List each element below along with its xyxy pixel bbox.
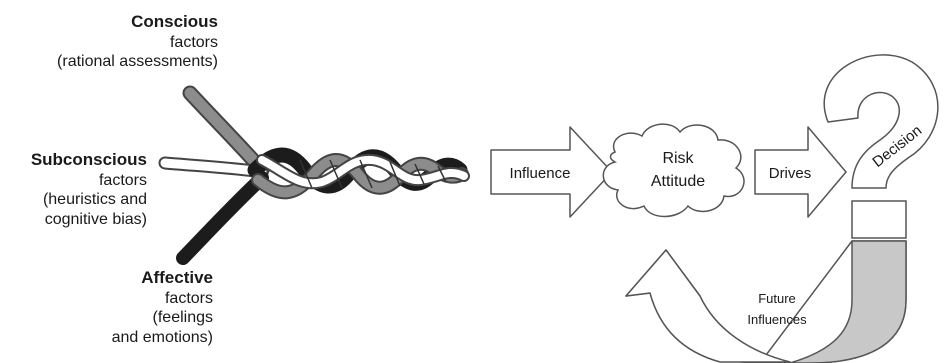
future-influences-arrow: Future Influences [625, 240, 907, 363]
risk-attitude-cloud: Risk Attitude [602, 123, 745, 218]
influence-arrow: Influence [490, 126, 613, 218]
conscious-title: Conscious [131, 12, 218, 31]
subconscious-line-3: cognitive bias) [44, 210, 147, 228]
subconscious-factors-label: Subconscious factors (heuristics and cog… [31, 150, 147, 229]
subconscious-line-1: factors [98, 171, 147, 189]
risk-label: Risk [662, 150, 694, 167]
rope-braid [158, 85, 470, 265]
affective-line-3: and emotions) [111, 328, 213, 346]
conscious-factors-label: Conscious factors (rational assessments) [57, 12, 218, 72]
conscious-line-1: factors [169, 33, 218, 51]
affective-strand [176, 171, 269, 265]
affective-factors-label: Affective factors (feelings and emotions… [112, 268, 213, 347]
affective-title: Affective [141, 268, 213, 287]
question-mark-dot [851, 200, 907, 239]
conscious-line-2: (rational assessments) [57, 53, 218, 71]
affective-line-2: (feelings [152, 309, 213, 327]
affective-line-1: factors [164, 289, 213, 307]
influences-label: Influences [747, 312, 807, 327]
drives-arrow: Drives [754, 126, 847, 218]
question-mark-hook [823, 54, 939, 189]
subconscious-line-2: (heuristics and [42, 191, 147, 209]
attitude-label: Attitude [651, 173, 705, 190]
subconscious-title: Subconscious [30, 150, 147, 169]
future-label: Future [758, 291, 796, 306]
twisted-rope [247, 147, 470, 200]
drives-label: Drives [769, 165, 812, 182]
influence-label: Influence [510, 165, 571, 182]
decision-question-mark: Decision [823, 54, 939, 239]
